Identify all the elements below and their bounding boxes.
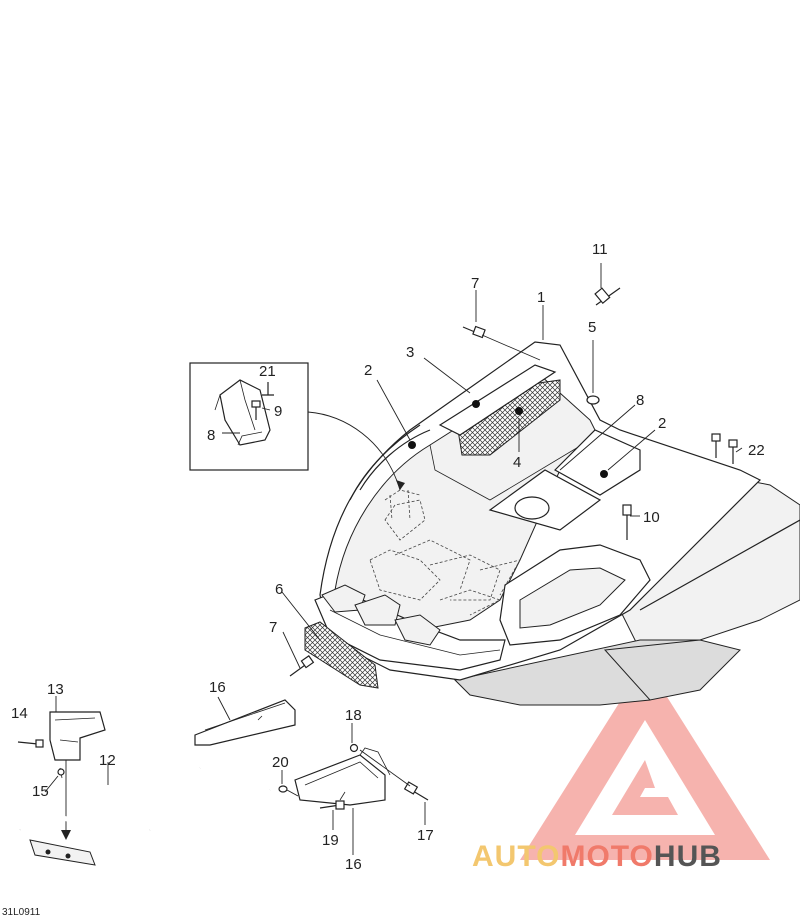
nut-18 [349, 743, 359, 753]
bolt-17 [403, 781, 429, 801]
screws-22 [711, 433, 738, 464]
watermark-triangle [520, 662, 770, 860]
leader-lines [44, 263, 743, 855]
label-part-15: 15 [32, 783, 49, 800]
label-part-12: 12 [99, 752, 116, 769]
rear-rim-insert [519, 567, 626, 629]
label-part-16b: 16 [345, 856, 362, 873]
washer-5 [586, 395, 600, 405]
svg-text:AUTOMOTOHUB: AUTOMOTOHUB [472, 840, 722, 873]
belly-pan-assembly [314, 341, 800, 706]
label-part-1: 1 [537, 289, 545, 306]
top-strip-3 [438, 364, 557, 436]
floor-plate [554, 429, 641, 496]
label-part-14: 14 [11, 705, 28, 722]
bumper-12 [13, 765, 271, 866]
label-part-21: 21 [259, 363, 276, 380]
part-labels: 1 2 2 3 4 5 6 7 7 8 8 9 10 11 12 13 14 1… [11, 241, 765, 873]
rivet-7-lower [289, 655, 315, 677]
label-part-7b: 7 [269, 619, 277, 636]
bracket-16-lower [294, 747, 391, 806]
label-part-9: 9 [274, 403, 282, 420]
diagram-code: 31L0911 [2, 907, 41, 918]
watermark-inner-g [612, 760, 678, 815]
edge-guard-left [349, 424, 421, 501]
label-part-19: 19 [322, 832, 339, 849]
label-part-16a: 16 [209, 679, 226, 696]
label-part-3: 3 [406, 344, 414, 361]
watermark-moto: MOTO [560, 840, 653, 873]
label-part-6: 6 [275, 581, 283, 598]
label-part-11: 11 [592, 241, 608, 258]
inset-rivet-21 [262, 382, 274, 396]
watermark-logo: AUTOMOTOHUB [472, 662, 770, 873]
screw-14 [17, 739, 44, 748]
floor-panel [488, 469, 602, 531]
rivet-7-top [462, 325, 541, 361]
watermark-hub: HUB [654, 840, 722, 873]
label-part-4: 4 [513, 454, 521, 471]
washer-20 [278, 785, 288, 793]
label-part-7a: 7 [471, 275, 479, 292]
bolt-19 [319, 800, 345, 810]
label-part-13: 13 [47, 681, 64, 698]
floor-panel-hole [514, 496, 550, 520]
hull-lower-right [603, 639, 741, 701]
front-cutout-mid [354, 594, 401, 626]
label-part-8b: 8 [207, 427, 215, 444]
label-part-17: 17 [417, 827, 434, 844]
label-part-18: 18 [345, 707, 362, 724]
watermark-auto: AUTO [472, 840, 560, 873]
label-part-2a: 2 [364, 362, 372, 379]
nut-15 [57, 767, 65, 779]
label-part-2b: 2 [658, 415, 666, 432]
inset-detail-box [189, 362, 309, 471]
bracket-13 [49, 711, 106, 761]
label-part-20: 20 [272, 754, 289, 771]
mesh-panel-6 [304, 621, 379, 689]
label-part-8a: 8 [636, 392, 644, 409]
bracket-16-upper [194, 699, 296, 746]
label-part-5: 5 [588, 319, 596, 336]
rivet-11 [594, 287, 621, 306]
rivet-10 [622, 504, 632, 540]
front-cutout-right [394, 614, 441, 646]
inset-bracket-8 [219, 379, 271, 446]
label-part-10: 10 [643, 509, 660, 526]
label-part-22: 22 [748, 442, 765, 459]
